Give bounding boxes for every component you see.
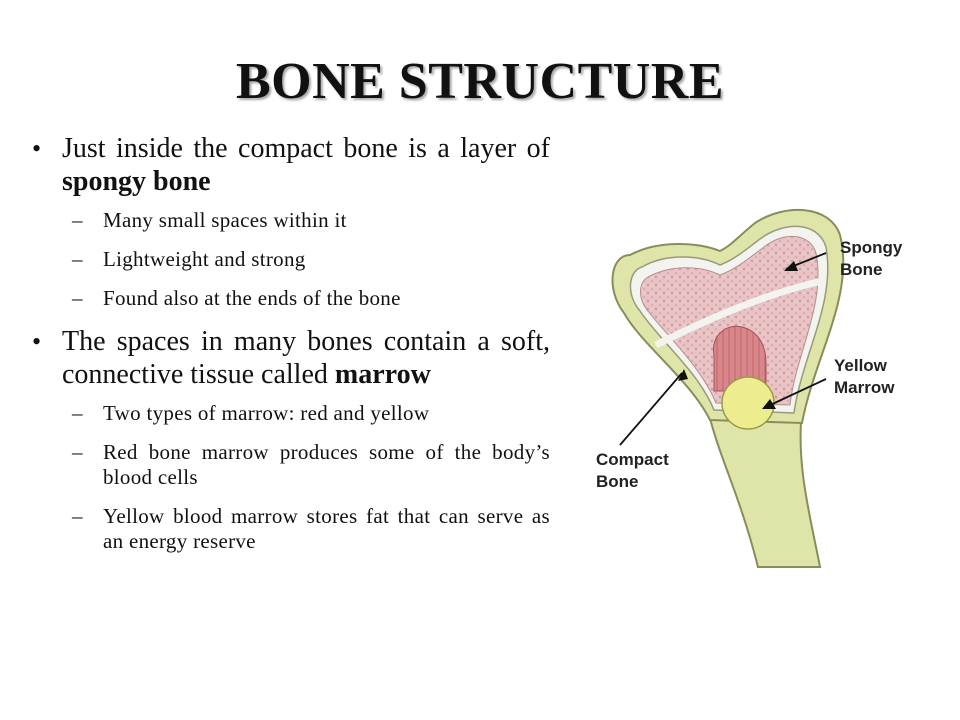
label-spongy-line1: Spongy (840, 238, 903, 257)
bullet-content: • Just inside the compact bone is a laye… (28, 132, 550, 568)
label-compact-line1: Compact (596, 450, 669, 469)
bone-shaft (706, 409, 822, 568)
sub-bullet-text: Lightweight and strong (103, 247, 306, 271)
label-yellow-line2: Marrow (834, 378, 895, 397)
sub-bullet-text: Yellow blood marrow stores fat that can … (103, 504, 550, 553)
sub-bullet-dash: – (72, 401, 83, 425)
bullet-dot: • (32, 327, 42, 356)
red-marrow (712, 325, 767, 392)
bullet-list: • Just inside the compact bone is a laye… (28, 132, 550, 554)
arrow-compact (619, 369, 688, 446)
bone-illustration: Spongy Bone Yellow Marrow Compact Bone (596, 208, 903, 568)
sub-bullet: –Found also at the ends of the bone (62, 286, 550, 311)
sub-bullet-text: Found also at the ends of the bone (103, 286, 401, 310)
label-spongy-line2: Bone (840, 260, 883, 279)
label-compact-line2: Bone (596, 472, 639, 491)
bullet-dot: • (32, 134, 42, 163)
sub-bullet: –Two types of marrow: red and yellow (62, 401, 550, 426)
growth-plate (654, 277, 823, 349)
bone-diagram: Spongy Bone Yellow Marrow Compact Bone (590, 195, 940, 575)
sub-bullet-text: Two types of marrow: red and yellow (103, 401, 430, 425)
arrow-spongy (784, 252, 827, 271)
sub-bullet-dash: – (72, 208, 83, 232)
bullet-bold-term: marrow (334, 359, 431, 390)
bullet-text: Just inside the compact bone is a layer … (62, 133, 550, 164)
arrow-yellow-marrow (762, 378, 827, 409)
sub-bullet-dash: – (72, 286, 83, 310)
yellow-marrow (721, 376, 775, 430)
sub-bullet: –Yellow blood marrow stores fat that can… (62, 504, 550, 554)
label-yellow-line1: Yellow (834, 356, 888, 375)
bullet-marrow: • The spaces in many bones contain a sof… (28, 325, 550, 554)
sub-bullet-list: –Many small spaces within it –Lightweigh… (62, 208, 550, 311)
sub-bullet-text: Red bone marrow produces some of the bod… (103, 440, 550, 489)
sub-bullet-text: Many small spaces within it (103, 208, 347, 232)
sub-bullet-list: –Two types of marrow: red and yellow –Re… (62, 401, 550, 554)
slide-title: BONE STRUCTURE (235, 53, 725, 110)
bullet-bold-term: spongy bone (62, 166, 211, 197)
bullet-spongy-bone: • Just inside the compact bone is a laye… (28, 132, 550, 311)
sub-bullet: –Red bone marrow produces some of the bo… (62, 440, 550, 490)
sub-bullet: –Many small spaces within it (62, 208, 550, 233)
bullet-text: The spaces in many bones contain a soft,… (62, 326, 550, 390)
sub-bullet: –Lightweight and strong (62, 247, 550, 272)
sub-bullet-dash: – (72, 247, 83, 271)
sub-bullet-dash: – (72, 440, 83, 464)
sub-bullet-dash: – (72, 504, 83, 528)
